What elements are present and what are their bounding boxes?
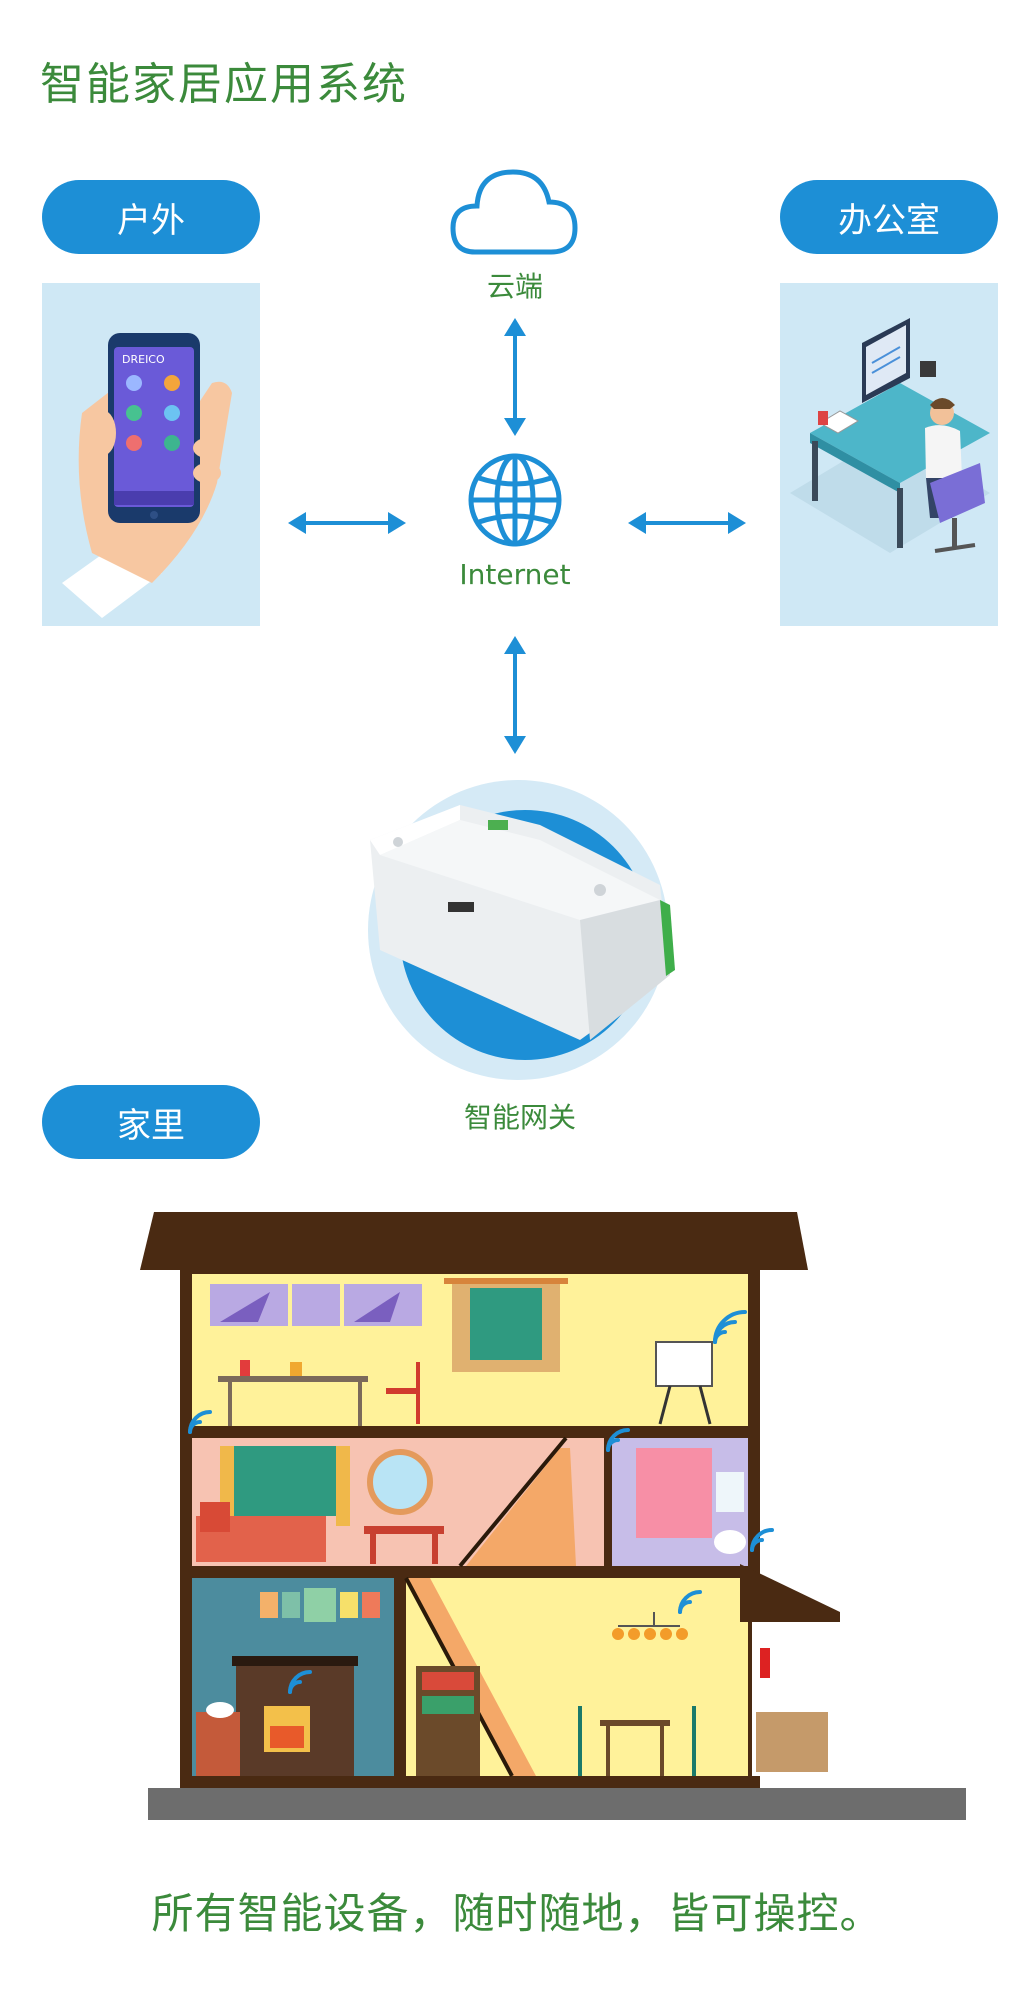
office-panel bbox=[780, 283, 998, 626]
outdoor-panel: DREICO bbox=[42, 283, 260, 626]
footer-slogan: 所有智能设备，随时随地，皆可操控。 bbox=[151, 1889, 883, 1938]
arrow-outdoor-internet bbox=[288, 512, 406, 534]
gateway-label: 智能网关 bbox=[463, 1101, 576, 1134]
label-office: 办公室 bbox=[780, 180, 998, 254]
arrow-internet-gateway bbox=[504, 636, 526, 754]
label-outdoor: 户外 bbox=[42, 180, 260, 254]
internet-label: Internet bbox=[459, 558, 571, 591]
house-illustration bbox=[140, 1212, 966, 1820]
office-desk-illustration bbox=[790, 318, 990, 553]
arrow-internet-office bbox=[628, 512, 746, 534]
arrow-cloud-internet bbox=[504, 318, 526, 436]
page-title: 智能家居应用系统 bbox=[40, 59, 408, 110]
label-home: 家里 bbox=[42, 1085, 260, 1159]
phone-brand: DREICO bbox=[122, 353, 165, 366]
globe-icon bbox=[468, 453, 562, 547]
cloud-icon bbox=[450, 169, 578, 255]
hand-phone-illustration: DREICO bbox=[62, 333, 232, 618]
cloud-label: 云端 bbox=[486, 270, 543, 303]
smart-gateway-illustration bbox=[368, 780, 675, 1080]
